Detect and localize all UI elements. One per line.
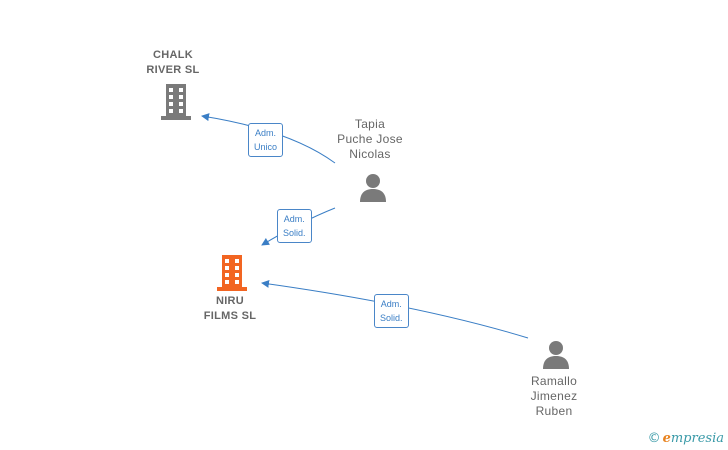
edge-label-adm-unico: Adm. Unico [248, 123, 284, 157]
person-icon[interactable] [358, 172, 388, 202]
building-icon[interactable] [160, 84, 192, 120]
edge-label-adm-solid-tapia: Adm. Solid. [277, 209, 312, 243]
company-label-chalk-river[interactable]: CHALK RIVER SL [146, 49, 200, 76]
person-icon[interactable] [541, 339, 571, 369]
person-label-ramallo[interactable]: Ramallo Jimenez Ruben [530, 374, 578, 418]
person-label-tapia[interactable]: Tapia Puche Jose Nicolas [337, 117, 403, 161]
building-icon[interactable] [216, 255, 248, 291]
brand-mark: e [662, 431, 671, 446]
edge-label-adm-solid-ramallo: Adm. Solid. [374, 294, 409, 328]
empresia-watermark: ©empresia [648, 431, 724, 446]
copyright-icon: © [647, 431, 661, 446]
brand-text: mpresia [670, 431, 724, 446]
company-label-niru-films[interactable]: NIRU FILMS SL [203, 295, 257, 322]
